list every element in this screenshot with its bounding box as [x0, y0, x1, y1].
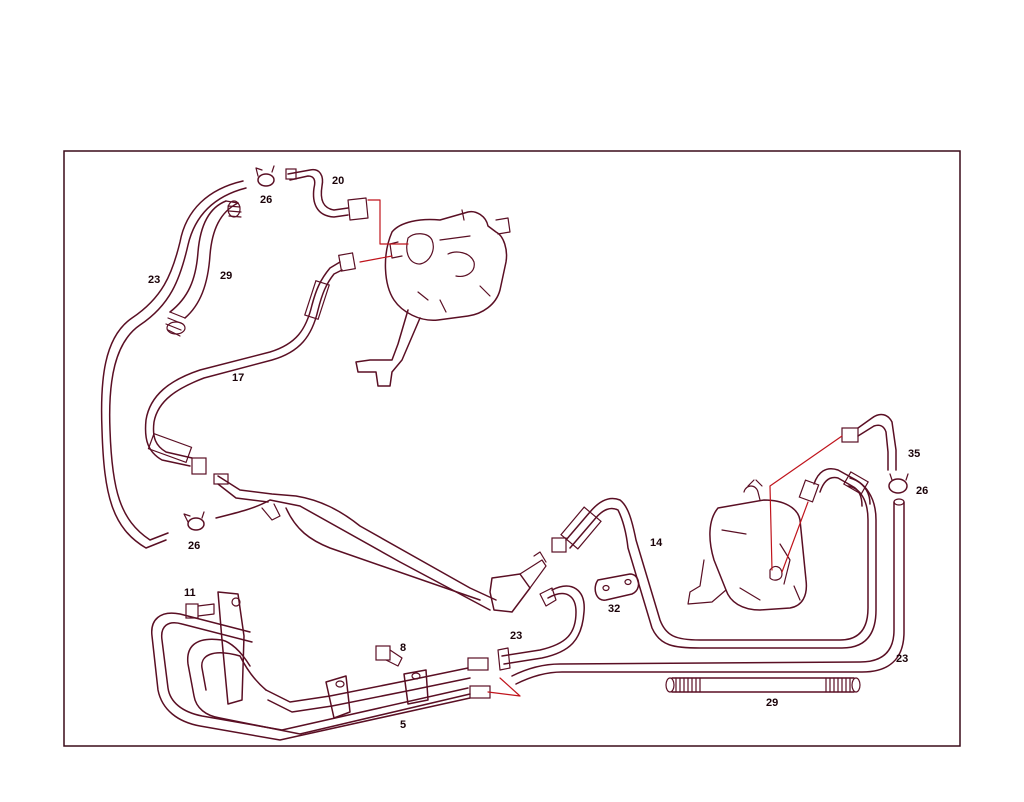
pipe-14: [551, 477, 877, 649]
clamp-26-lower: [183, 511, 205, 531]
clamp-26-right: [888, 473, 909, 494]
label-29-lower: 29: [766, 697, 778, 709]
hose-29-lower: [665, 677, 861, 693]
steering-gear: [687, 468, 871, 611]
bolt-11: [185, 597, 241, 619]
pipe-junction: [213, 473, 547, 613]
label-17: 17: [232, 372, 244, 384]
label-23-right: 23: [896, 653, 908, 665]
label-20: 20: [332, 175, 344, 187]
hose-23-right: [511, 498, 905, 685]
bolt-8: [375, 645, 403, 667]
power-steering-pump: [355, 209, 511, 387]
label-23-center: 23: [510, 630, 522, 642]
label-5: 5: [400, 719, 406, 731]
diagram-frame: [63, 150, 961, 747]
clamp-26-top: [255, 165, 275, 187]
part-labels: 26 20 23 29 17 26 14 35 26 11 8 23 32 23…: [148, 175, 928, 731]
pipe-35: [841, 413, 897, 471]
label-35: 35: [908, 448, 920, 460]
diagram-parts: [100, 165, 909, 741]
label-23-left: 23: [148, 274, 160, 286]
label-11: 11: [184, 587, 196, 599]
label-14: 14: [650, 537, 663, 549]
hose-29-upper: [165, 200, 242, 337]
cooler-pipe-5: [151, 591, 521, 741]
label-26-lower: 26: [188, 540, 200, 552]
hose-23-left: [100, 180, 247, 549]
label-32: 32: [608, 603, 620, 615]
label-8: 8: [400, 642, 406, 654]
hose-23-center: [497, 585, 585, 671]
label-26-top: 26: [260, 194, 272, 206]
spacer-32: [594, 573, 640, 601]
label-26-right: 26: [916, 485, 928, 497]
pipe-17: [144, 252, 356, 475]
pipe-20: [285, 168, 369, 221]
label-29-upper: 29: [220, 270, 232, 282]
